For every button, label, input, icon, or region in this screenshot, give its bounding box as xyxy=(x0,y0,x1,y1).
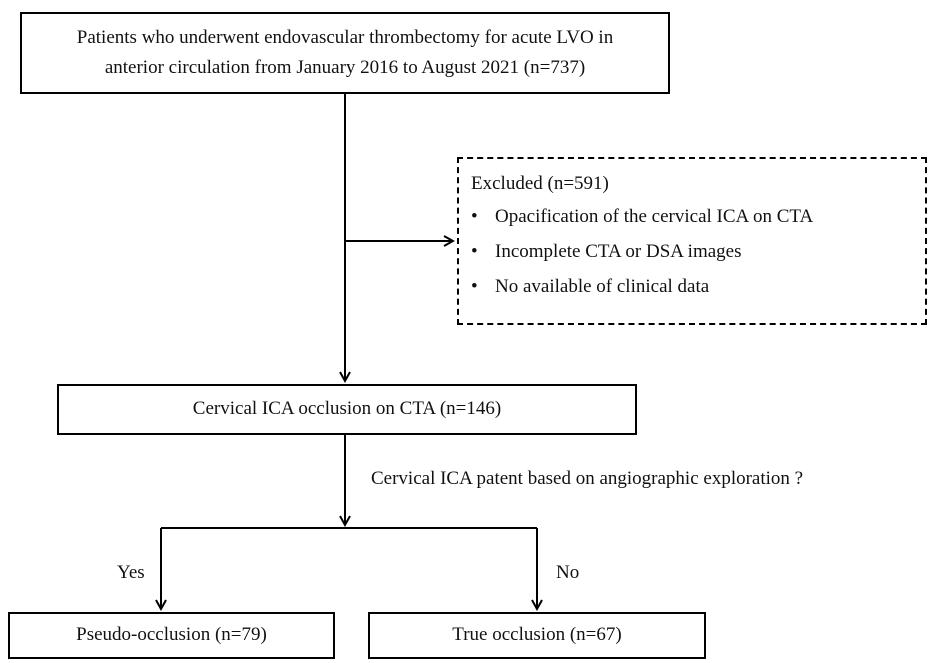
true-occlusion-text: True occlusion (n=67) xyxy=(452,624,622,646)
cervical-occlusion-box: Cervical ICA occlusion on CTA (n=146) xyxy=(57,384,637,435)
excluded-item-text: No available of clinical data xyxy=(495,275,710,297)
cohort-line-2: anterior circulation from January 2016 t… xyxy=(104,57,586,78)
excluded-title: Excluded (n=591) xyxy=(471,173,609,194)
cohort-box: Patients who underwent endovascular thro… xyxy=(20,12,670,94)
true-occlusion-box: True occlusion (n=67) xyxy=(368,612,706,659)
cervical-occlusion-text: Cervical ICA occlusion on CTA (n=146) xyxy=(192,398,502,420)
cohort-line-1: Patients who underwent endovascular thro… xyxy=(76,26,614,48)
excluded-item: • Opacification of the cervical ICA on C… xyxy=(471,199,925,234)
excluded-item: • No available of clinical data xyxy=(471,269,925,304)
pseudo-occlusion-text: Pseudo-occlusion (n=79) xyxy=(76,624,267,646)
branch-label-no: No xyxy=(556,562,580,583)
excluded-box: Excluded (n=591) • Opacification of the … xyxy=(457,157,927,325)
bullet-icon: • xyxy=(471,205,478,227)
decision-question: Cervical ICA patent based on angiographi… xyxy=(371,468,804,489)
bullet-icon: • xyxy=(471,275,478,297)
excluded-item: • Incomplete CTA or DSA images xyxy=(471,234,925,269)
excluded-item-text: Incomplete CTA or DSA images xyxy=(495,240,742,262)
bullet-icon: • xyxy=(471,240,478,262)
excluded-list: • Opacification of the cervical ICA on C… xyxy=(471,199,925,304)
pseudo-occlusion-box: Pseudo-occlusion (n=79) xyxy=(8,612,335,659)
branch-label-yes: Yes xyxy=(117,562,145,583)
excluded-item-text: Opacification of the cervical ICA on CTA xyxy=(495,205,814,227)
